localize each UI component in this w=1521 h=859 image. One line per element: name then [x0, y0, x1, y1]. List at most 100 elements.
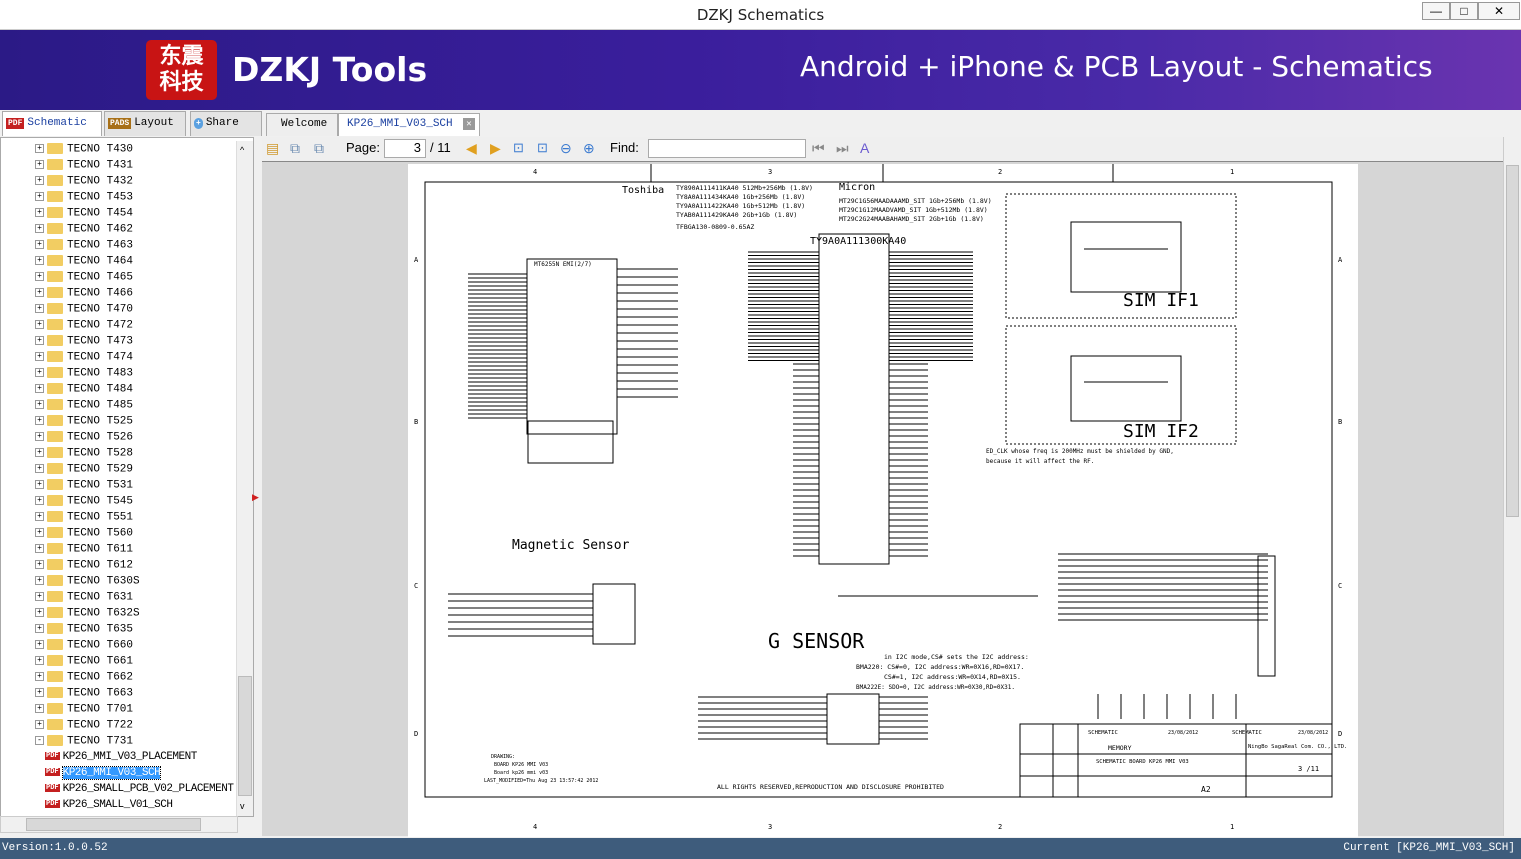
scrollbar-thumb[interactable] [1506, 165, 1519, 517]
rotate-left-icon[interactable]: ⧉ [290, 140, 300, 156]
expand-icon[interactable]: + [35, 272, 44, 281]
tree-item-folder[interactable]: +TECNO T529 [35, 463, 133, 479]
collapse-icon[interactable]: - [35, 736, 44, 745]
expand-icon[interactable]: + [35, 704, 44, 713]
tree-item-folder[interactable]: +TECNO T431 [35, 159, 133, 175]
tree-item-folder[interactable]: +TECNO T635 [35, 623, 133, 639]
maximize-button[interactable]: □ [1450, 2, 1478, 20]
tree-item-folder[interactable]: +TECNO T545 [35, 495, 133, 511]
tree-item-folder[interactable]: +TECNO T631 [35, 591, 133, 607]
tree-item-folder[interactable]: +TECNO T462 [35, 223, 133, 239]
tree-item-folder[interactable]: +TECNO T528 [35, 447, 133, 463]
expand-icon[interactable]: + [35, 352, 44, 361]
expand-icon[interactable]: + [35, 464, 44, 473]
expand-icon[interactable]: + [35, 240, 44, 249]
scroll-down-icon[interactable]: v [240, 801, 245, 811]
expand-icon[interactable]: + [35, 672, 44, 681]
expand-icon[interactable]: + [35, 544, 44, 553]
tree-item-folder[interactable]: +TECNO T483 [35, 367, 133, 383]
expand-icon[interactable]: + [35, 208, 44, 217]
prev-page-icon[interactable]: ◀ [466, 140, 477, 156]
find-previous-icon[interactable]: ⏮ [812, 140, 825, 156]
tree-item-folder[interactable]: +TECNO T430 [35, 143, 133, 159]
tree-item-folder[interactable]: +TECNO T472 [35, 319, 133, 335]
rotate-right-icon[interactable]: ⧉ [314, 140, 324, 156]
fit-page-icon[interactable]: ⊡ [537, 140, 548, 155]
tree-item-folder[interactable]: +TECNO T473 [35, 335, 133, 351]
tab-share[interactable]: +Share [190, 111, 262, 136]
expand-icon[interactable]: + [35, 368, 44, 377]
tree-item-folder[interactable]: -TECNO T731 [35, 735, 133, 751]
close-button[interactable]: ✕ [1478, 2, 1520, 20]
expand-icon[interactable]: + [35, 400, 44, 409]
tree-item-folder[interactable]: +TECNO T464 [35, 255, 133, 271]
tree-item-folder[interactable]: +TECNO T722 [35, 719, 133, 735]
tree-item-folder[interactable]: +TECNO T551 [35, 511, 133, 527]
tree-item-folder[interactable]: +TECNO T463 [35, 239, 133, 255]
expand-icon[interactable]: + [35, 560, 44, 569]
tree-item-folder[interactable]: +TECNO T454 [35, 207, 133, 223]
tree-item-folder[interactable]: +TECNO T660 [35, 639, 133, 655]
collapse-panel-icon[interactable]: ▶ [252, 492, 259, 502]
tree-item-folder[interactable]: +TECNO T701 [35, 703, 133, 719]
scrollbar-thumb[interactable] [238, 676, 252, 796]
expand-icon[interactable]: + [35, 192, 44, 201]
expand-icon[interactable]: + [35, 688, 44, 697]
tree-item-folder[interactable]: +TECNO T474 [35, 351, 133, 367]
tree-item-folder[interactable]: +TECNO T612 [35, 559, 133, 575]
expand-icon[interactable]: + [35, 480, 44, 489]
expand-icon[interactable]: + [35, 320, 44, 329]
tree-item-folder[interactable]: +TECNO T531 [35, 479, 133, 495]
copy-icon[interactable]: ▤ [266, 140, 280, 156]
expand-icon[interactable]: + [35, 432, 44, 441]
page-input[interactable]: 3 [384, 139, 426, 158]
expand-icon[interactable]: + [35, 592, 44, 601]
close-tab-icon[interactable]: ✕ [463, 118, 475, 130]
tree-item-folder[interactable]: +TECNO T662 [35, 671, 133, 687]
expand-icon[interactable]: + [35, 720, 44, 729]
expand-icon[interactable]: + [35, 304, 44, 313]
fit-width-icon[interactable]: ⊡ [513, 140, 524, 155]
tree-item-folder[interactable]: +TECNO T663 [35, 687, 133, 703]
expand-icon[interactable]: + [35, 256, 44, 265]
tree-item-folder[interactable]: +TECNO T466 [35, 287, 133, 303]
expand-icon[interactable]: + [35, 416, 44, 425]
expand-icon[interactable]: + [35, 144, 44, 153]
tree-vertical-scrollbar[interactable]: ^ v [236, 141, 253, 816]
expand-icon[interactable]: + [35, 512, 44, 521]
zoom-out-icon[interactable]: ⊖ [560, 140, 572, 156]
expand-icon[interactable]: + [35, 448, 44, 457]
tree-item-folder[interactable]: +TECNO T630S [35, 575, 140, 591]
tree-item-folder[interactable]: +TECNO T432 [35, 175, 133, 191]
tree-item-folder[interactable]: +TECNO T611 [35, 543, 133, 559]
next-page-icon[interactable]: ▶ [490, 140, 501, 156]
expand-icon[interactable]: + [35, 608, 44, 617]
minimize-button[interactable]: — [1422, 2, 1450, 20]
expand-icon[interactable]: + [35, 624, 44, 633]
tree-item-folder[interactable]: +TECNO T526 [35, 431, 133, 447]
find-next-icon[interactable]: ⏭ [836, 140, 849, 156]
expand-icon[interactable]: + [35, 656, 44, 665]
tree-item-folder[interactable]: +TECNO T465 [35, 271, 133, 287]
expand-icon[interactable]: + [35, 576, 44, 585]
tree-item-folder[interactable]: +TECNO T525 [35, 415, 133, 431]
tab-welcome[interactable]: Welcome [266, 113, 338, 136]
zoom-in-icon[interactable]: ⊕ [583, 140, 595, 156]
expand-icon[interactable]: + [35, 288, 44, 297]
expand-icon[interactable]: + [35, 176, 44, 185]
tree-horizontal-scrollbar[interactable] [0, 816, 238, 833]
tree-item-folder[interactable]: +TECNO T632S [35, 607, 140, 623]
viewer-vertical-scrollbar[interactable] [1503, 137, 1521, 836]
expand-icon[interactable]: + [35, 224, 44, 233]
expand-icon[interactable]: + [35, 496, 44, 505]
tree-item-folder[interactable]: +TECNO T560 [35, 527, 133, 543]
tree-item-folder[interactable]: +TECNO T453 [35, 191, 133, 207]
tree-item-folder[interactable]: +TECNO T484 [35, 383, 133, 399]
match-case-icon[interactable]: A [860, 140, 870, 156]
tree-item-folder[interactable]: +TECNO T661 [35, 655, 133, 671]
tab-kp26-mmi-v03-sch[interactable]: KP26_MMI_V03_SCH✕ [338, 113, 480, 136]
